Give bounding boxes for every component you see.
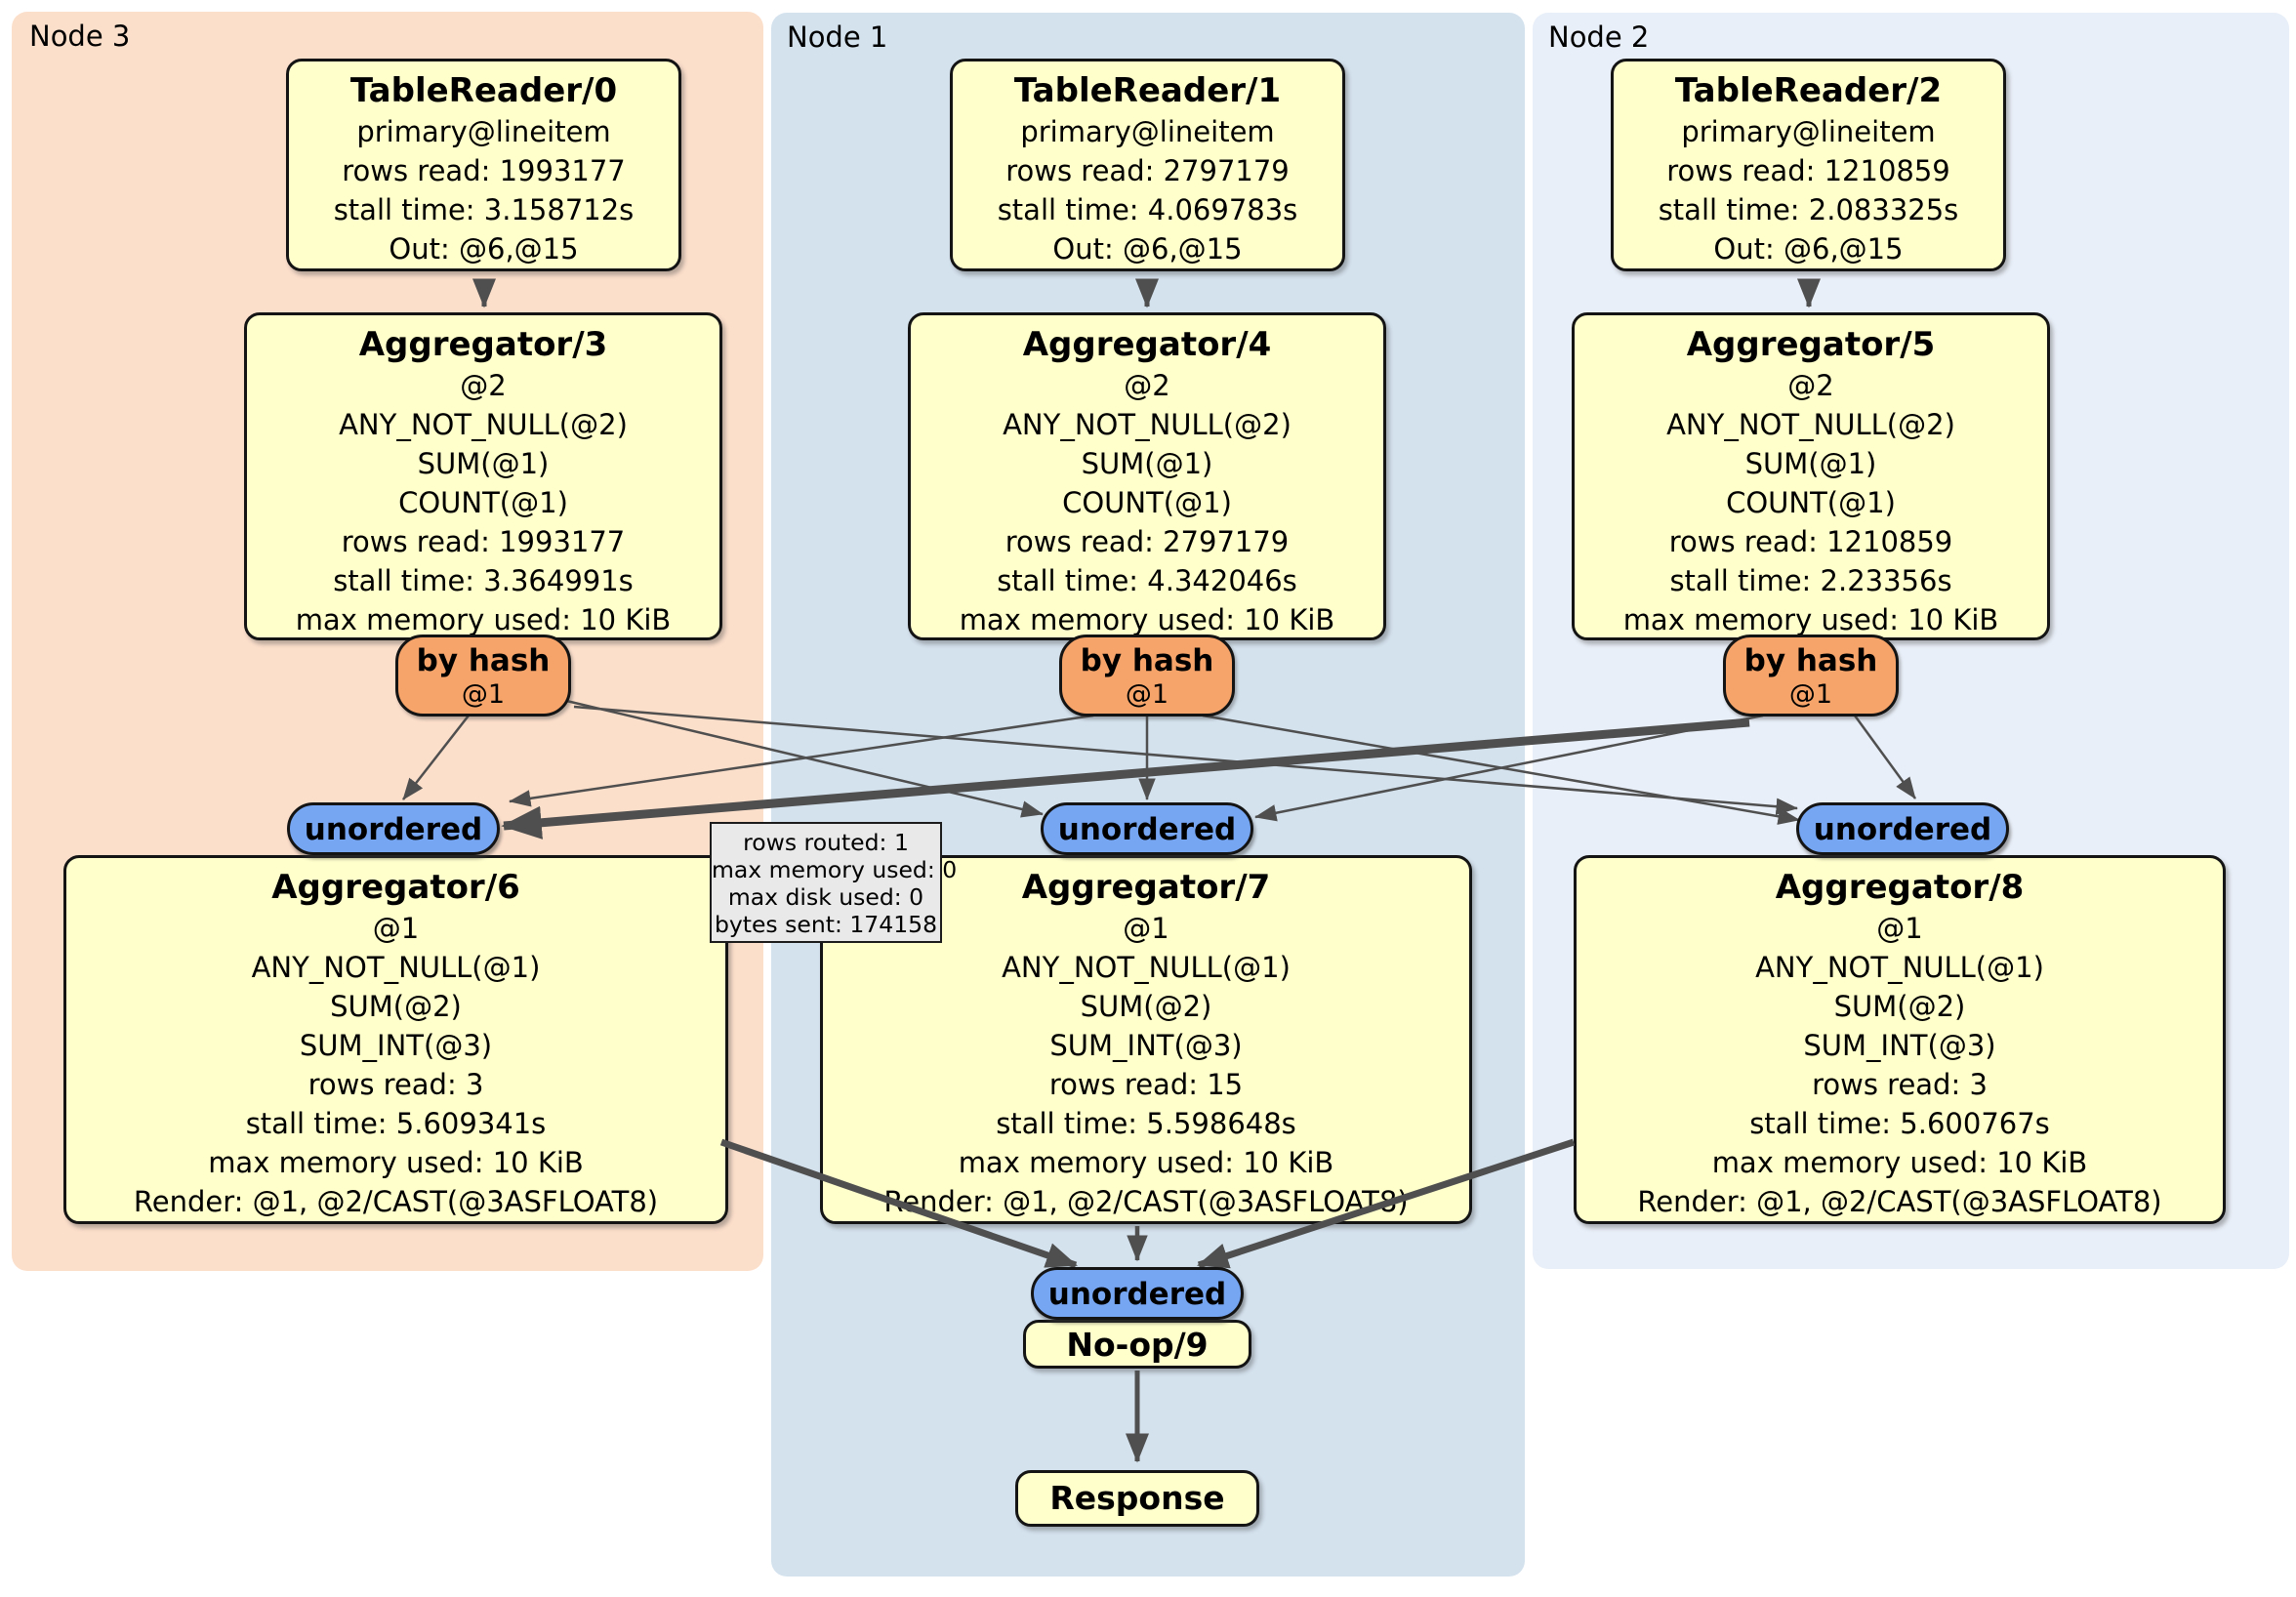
router-by-hash-node2[interactable]: by hash @1 — [1723, 635, 1899, 717]
processor-title: Aggregator/7 — [1021, 868, 1271, 907]
sync-unordered-node2[interactable]: unordered — [1796, 802, 2009, 855]
processor-title: Aggregator/4 — [1022, 325, 1272, 364]
processor-noop-9[interactable]: No-op/9 — [1023, 1320, 1251, 1369]
processor-title: Aggregator/6 — [271, 868, 520, 907]
sync-label: unordered — [1047, 1277, 1227, 1312]
router-label: by hash — [1743, 643, 1878, 678]
router-label: by hash — [416, 643, 551, 678]
processor-title: TableReader/2 — [1674, 71, 1943, 110]
processor-title: TableReader/1 — [1013, 71, 1282, 110]
processor-title: No-op/9 — [1066, 1326, 1209, 1364]
sync-label: unordered — [304, 812, 483, 847]
sync-label: unordered — [1057, 812, 1237, 847]
router-by-hash-node1[interactable]: by hash @1 — [1059, 635, 1235, 717]
router-key: @1 — [1125, 679, 1169, 710]
router-key: @1 — [1788, 679, 1833, 710]
processor-title: Response — [1049, 1479, 1225, 1517]
sync-unordered-node1[interactable]: unordered — [1041, 802, 1253, 855]
router-by-hash-node3[interactable]: by hash @1 — [395, 635, 571, 717]
sync-unordered-bottom[interactable]: unordered — [1031, 1267, 1244, 1320]
panel-label-node3: Node 3 — [29, 20, 131, 53]
router-key: @1 — [461, 679, 506, 710]
panel-label-node1: Node 1 — [787, 20, 888, 54]
sync-label: unordered — [1813, 812, 1992, 847]
processor-title: Aggregator/8 — [1775, 868, 2025, 907]
processor-title: TableReader/0 — [349, 71, 618, 110]
sync-unordered-node3[interactable]: unordered — [287, 802, 500, 855]
processor-response[interactable]: Response — [1015, 1470, 1259, 1527]
router-label: by hash — [1080, 643, 1214, 678]
processor-title: Aggregator/3 — [358, 325, 608, 364]
panel-label-node2: Node 2 — [1548, 20, 1650, 54]
processor-title: Aggregator/5 — [1686, 325, 1936, 364]
